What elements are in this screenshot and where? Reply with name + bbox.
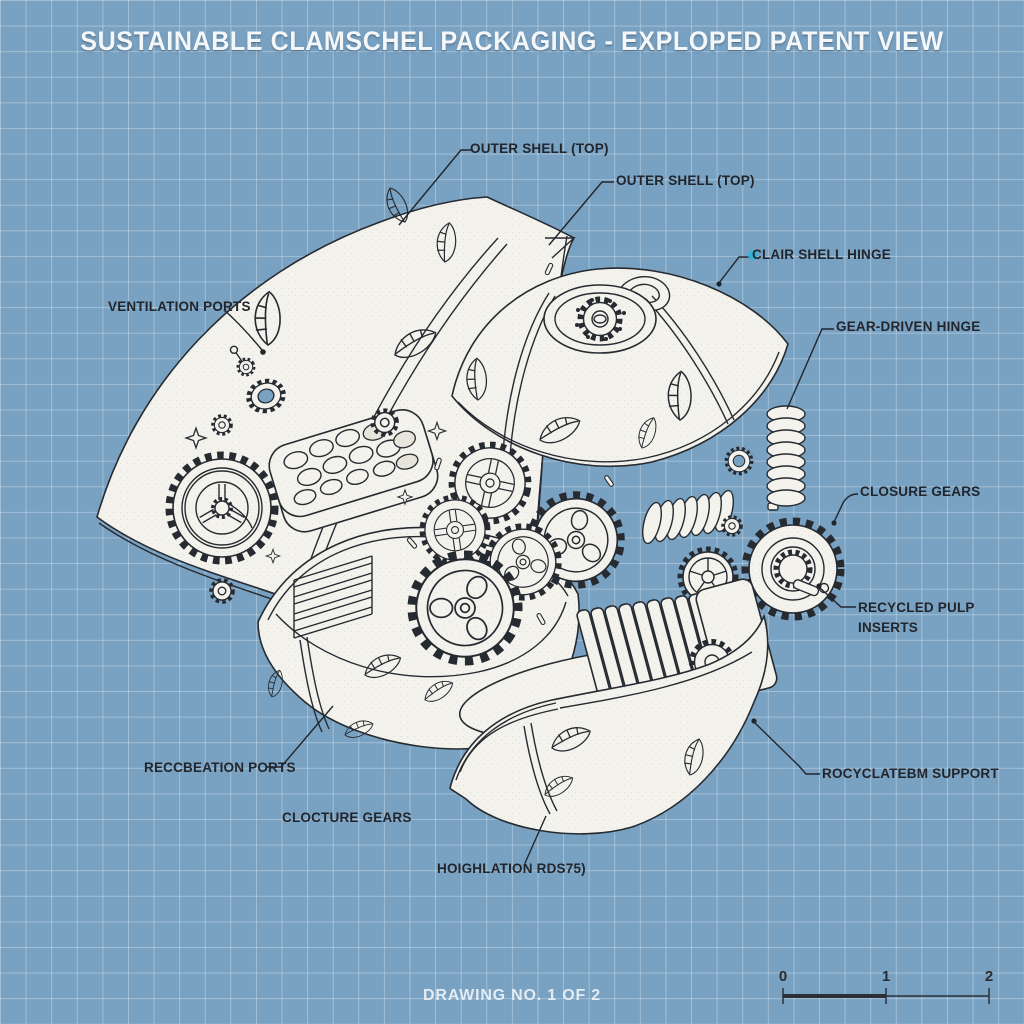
label-ventilation-ports: VENTILATION PORTS bbox=[108, 299, 251, 314]
label-clair-shell-hinge: CLAIR SHELL HINGE bbox=[752, 247, 891, 262]
scale-tick-0: 0 bbox=[779, 968, 787, 985]
scale-bar: 0 1 2 bbox=[779, 968, 993, 1004]
leader-lines bbox=[223, 149, 859, 864]
label-reccbeation-ports: RECCBEATION PORTS bbox=[144, 760, 296, 775]
drawing-number: DRAWING NO. 1 OF 2 bbox=[423, 987, 601, 1004]
label-recycled-pulp-line2: INSERTS bbox=[858, 620, 918, 635]
label-recycled-pulp-line1: RECYCLED PULP bbox=[858, 600, 975, 615]
large-left-gear bbox=[165, 451, 279, 565]
honeycomb-insert-tray bbox=[268, 401, 439, 533]
scale-tick-1: 1 bbox=[882, 968, 890, 985]
page-title: SUSTAINABLE CLAMSCHEL PACKAGING - EXPLOP… bbox=[80, 26, 944, 56]
label-outer-shell-top-a: OUTER SHELL (TOP) bbox=[470, 141, 609, 156]
scale-tick-2: 2 bbox=[985, 968, 993, 985]
vent-grille bbox=[293, 555, 373, 639]
coil-spring-horizontal bbox=[642, 489, 734, 545]
cyan-accent-dot bbox=[748, 250, 758, 260]
label-hoighlation-rds: HOIGHLATION RDS75) bbox=[437, 861, 586, 876]
label-gear-driven-hinge: GEAR-DRIVEN HINGE bbox=[836, 319, 981, 334]
right-bowl-shell bbox=[449, 578, 778, 835]
small-gear bbox=[723, 517, 741, 535]
label-closure-gears: CLOSURE GEARS bbox=[860, 484, 981, 499]
label-recycled-pulp-inserts: RECYCLED PULP INSERTS bbox=[858, 598, 978, 638]
label-clocture-gears: CLOCTURE GEARS bbox=[282, 810, 412, 825]
label-outer-shell-top-b: OUTER SHELL (TOP) bbox=[616, 173, 755, 188]
key-part bbox=[229, 345, 259, 380]
dome-lock-medallion bbox=[543, 275, 671, 354]
label-rocyclateem-support: ROCYCLATEBM SUPPORT bbox=[822, 766, 999, 781]
dome-shell bbox=[451, 267, 789, 468]
closure-gear-large bbox=[741, 517, 845, 621]
coil-spring-vertical bbox=[766, 405, 806, 511]
small-parts-left bbox=[212, 345, 287, 602]
ring-gear bbox=[727, 449, 751, 473]
